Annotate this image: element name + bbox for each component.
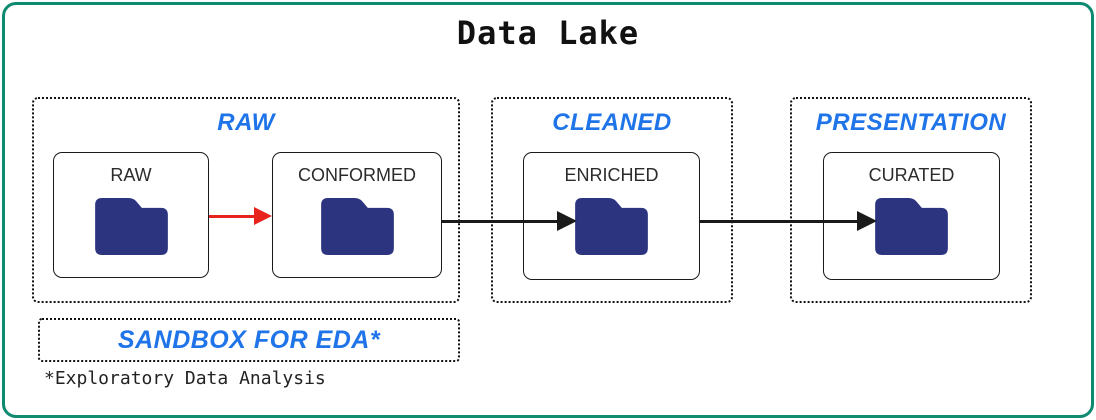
node-curated-label: CURATED xyxy=(868,165,955,185)
node-raw-label: RAW xyxy=(110,165,152,185)
group-presentation-label: PRESENTATION xyxy=(815,109,1007,136)
folder-icon xyxy=(94,198,168,255)
arrow-line xyxy=(442,219,557,223)
group-presentation: PRESENTATION CURATED xyxy=(790,97,1032,303)
arrowhead-icon xyxy=(557,211,577,231)
node-enriched: ENRICHED xyxy=(523,152,700,280)
node-conformed: CONFORMED xyxy=(272,152,442,278)
arrowhead-icon xyxy=(857,211,877,231)
arrow-line xyxy=(209,214,254,218)
footnote: *Exploratory Data Analysis xyxy=(44,368,326,389)
folder-icon xyxy=(575,198,648,255)
group-cleaned-label: CLEANED xyxy=(552,109,672,136)
arrow-raw-to-conformed xyxy=(209,206,272,226)
folder-icon xyxy=(875,198,948,255)
arrowhead-icon xyxy=(254,207,272,225)
arrow-enriched-to-curated xyxy=(700,211,877,231)
node-curated: CURATED xyxy=(823,152,1000,280)
group-cleaned: CLEANED ENRICHED xyxy=(491,97,733,303)
node-raw: RAW xyxy=(53,152,209,278)
arrow-line xyxy=(700,219,857,223)
node-enriched-label: ENRICHED xyxy=(564,165,659,185)
group-raw-label: RAW xyxy=(217,109,275,136)
sandbox-for-eda-box: SANDBOX FOR EDA* xyxy=(38,318,460,362)
sandbox-label: SANDBOX FOR EDA* xyxy=(117,325,381,354)
group-raw: RAW RAW CONFORMED xyxy=(32,97,460,303)
diagram-title: Data Lake xyxy=(456,14,640,52)
folder-icon xyxy=(320,198,394,255)
arrow-conformed-to-enriched xyxy=(442,211,577,231)
node-conformed-label: CONFORMED xyxy=(298,165,416,185)
